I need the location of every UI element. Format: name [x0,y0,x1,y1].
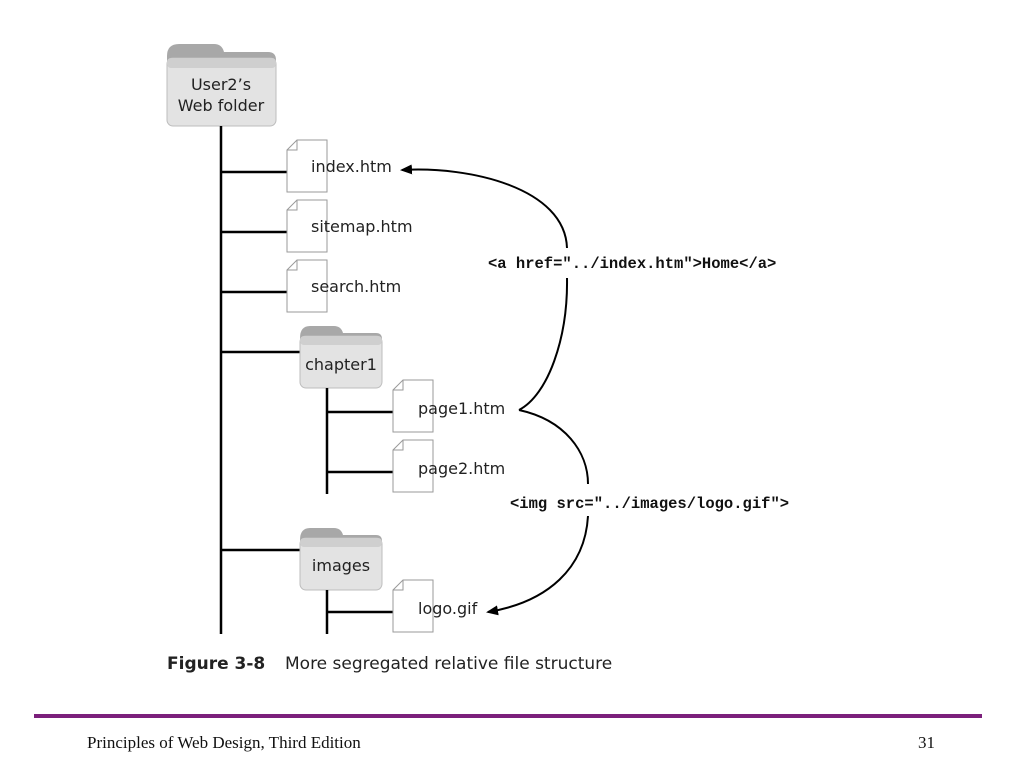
file-label-logo: logo.gif [418,599,478,618]
file-label-page1: page1.htm [418,399,505,418]
img-curve-upper [518,409,589,485]
file-icon [392,579,434,633]
footer-rule [34,714,982,718]
folder-label-images: images [312,556,370,575]
root-folder-label-line2: Web folder [178,96,265,115]
root-folder-icon [166,44,277,127]
file-label-search: search.htm [311,277,401,296]
file-label-sitemap: sitemap.htm [311,217,413,236]
footer-book-title: Principles of Web Design, Third Edition [87,733,361,752]
file-icon [392,439,434,493]
chapter1-folder-icon [299,326,383,389]
file-icon [286,199,328,253]
file-icon [286,139,328,193]
figure-caption: More segregated relative file structure [285,654,612,674]
file-icon [286,259,328,313]
file-icon [392,379,434,433]
figure-label: Figure 3-8 [167,654,265,674]
img-code-annotation: <img src="../images/logo.gif"> [510,495,789,513]
img-arrow-to-logo [486,515,589,616]
folder-label-chapter1: chapter1 [305,355,377,374]
images-folder-icon [299,528,383,591]
footer-page-number: 31 [918,733,935,752]
file-label-index: index.htm [311,157,392,176]
link-curve-lower [518,277,569,411]
link-arrow-to-index [400,164,568,249]
link-code-annotation: <a href="../index.htm">Home</a> [488,255,776,273]
file-label-page2: page2.htm [418,459,505,478]
root-folder-label-line1: User2’s [191,75,251,94]
